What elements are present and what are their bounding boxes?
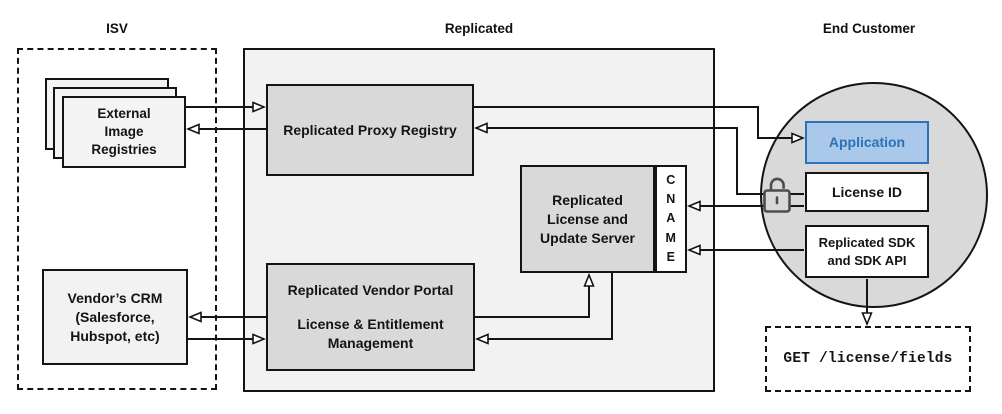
get-license-fields-node: GET /license/fields bbox=[765, 326, 971, 392]
section-label-isv: ISV bbox=[106, 21, 128, 36]
application-node: Application bbox=[805, 121, 929, 164]
vendors-crm-label: Vendor’s CRM (Salesforce, Hubspot, etc) bbox=[67, 289, 163, 344]
vendor-portal-node: Replicated Vendor Portal License & Entit… bbox=[266, 263, 475, 371]
vendor-portal-subtitle: License & Entitlement Management bbox=[297, 315, 444, 351]
replicated-sdk-label: Replicated SDK and SDK API bbox=[818, 234, 916, 268]
get-license-fields-label: GET /license/fields bbox=[783, 350, 953, 367]
section-label-replicated: Replicated bbox=[444, 21, 514, 36]
license-update-server-label: Replicated License and Update Server bbox=[540, 191, 635, 246]
vendor-portal-title: Replicated Vendor Portal bbox=[287, 281, 454, 298]
external-image-registries-label: External Image Registries bbox=[91, 106, 157, 157]
isv-boundary-box bbox=[17, 48, 217, 390]
license-update-server-node: Replicated License and Update Server bbox=[520, 165, 655, 273]
replicated-proxy-registry-node: Replicated Proxy Registry bbox=[266, 84, 474, 176]
cname-label: C N A M E bbox=[665, 172, 677, 264]
proxy-registry-label: Replicated Proxy Registry bbox=[283, 121, 457, 138]
external-image-registries-node: External Image Registries bbox=[62, 96, 186, 168]
license-id-node: License ID bbox=[805, 172, 929, 212]
vendors-crm-node: Vendor’s CRM (Salesforce, Hubspot, etc) bbox=[42, 269, 188, 365]
cname-node: C N A M E bbox=[655, 165, 687, 273]
section-label-end-customer: End Customer bbox=[822, 21, 916, 36]
license-id-label: License ID bbox=[831, 183, 903, 200]
application-label: Application bbox=[828, 134, 906, 150]
replicated-sdk-node: Replicated SDK and SDK API bbox=[805, 225, 929, 278]
